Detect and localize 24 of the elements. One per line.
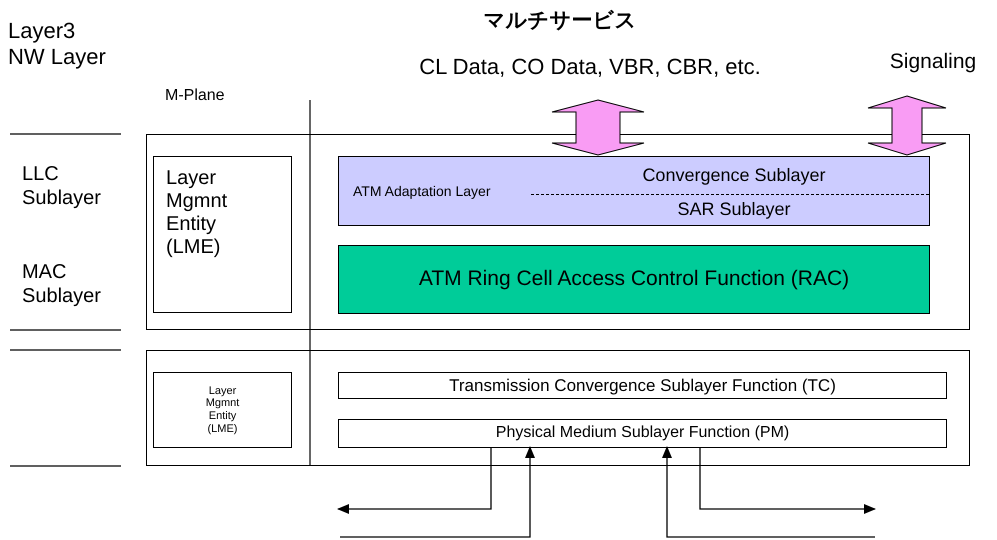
title: マルチサービス xyxy=(482,7,638,34)
double-block-arrow xyxy=(868,95,946,156)
function-box: ATM Ring Cell Access Control Function (RAC) xyxy=(338,245,930,314)
frame-box xyxy=(146,350,970,466)
function-box: Transmission Convergence Sublayer Function (TC) xyxy=(338,372,947,399)
arrow xyxy=(337,447,492,514)
arrow xyxy=(662,446,875,538)
layer-label: LLC Sublayer xyxy=(22,162,102,210)
service-text: Signaling xyxy=(872,50,994,96)
double-block-arrow xyxy=(552,99,644,156)
arrow xyxy=(340,446,535,538)
sublayer-label: SAR Sublayer xyxy=(676,199,792,220)
function-box: Physical Medium Sublayer Function (PM) xyxy=(338,419,947,448)
entity-box: Layer Mgmnt Entity (LME) xyxy=(153,156,292,313)
layer-label: M-Plane xyxy=(165,86,226,106)
layer-label: Layer3 NW Layer xyxy=(8,18,107,71)
frame-box xyxy=(146,134,970,330)
arrow xyxy=(699,447,876,514)
sublayer-label: Convergence Sublayer xyxy=(641,165,827,186)
layer-label: MAC Sublayer xyxy=(22,260,102,308)
service-text: CL Data, CO Data, VBR, CBR, etc. xyxy=(345,54,835,100)
entity-box: Layer Mgmnt Entity (LME) xyxy=(153,372,292,448)
layer-label: ATM Adaptation Layer xyxy=(353,183,490,200)
adaptation-layer-box xyxy=(338,156,930,226)
